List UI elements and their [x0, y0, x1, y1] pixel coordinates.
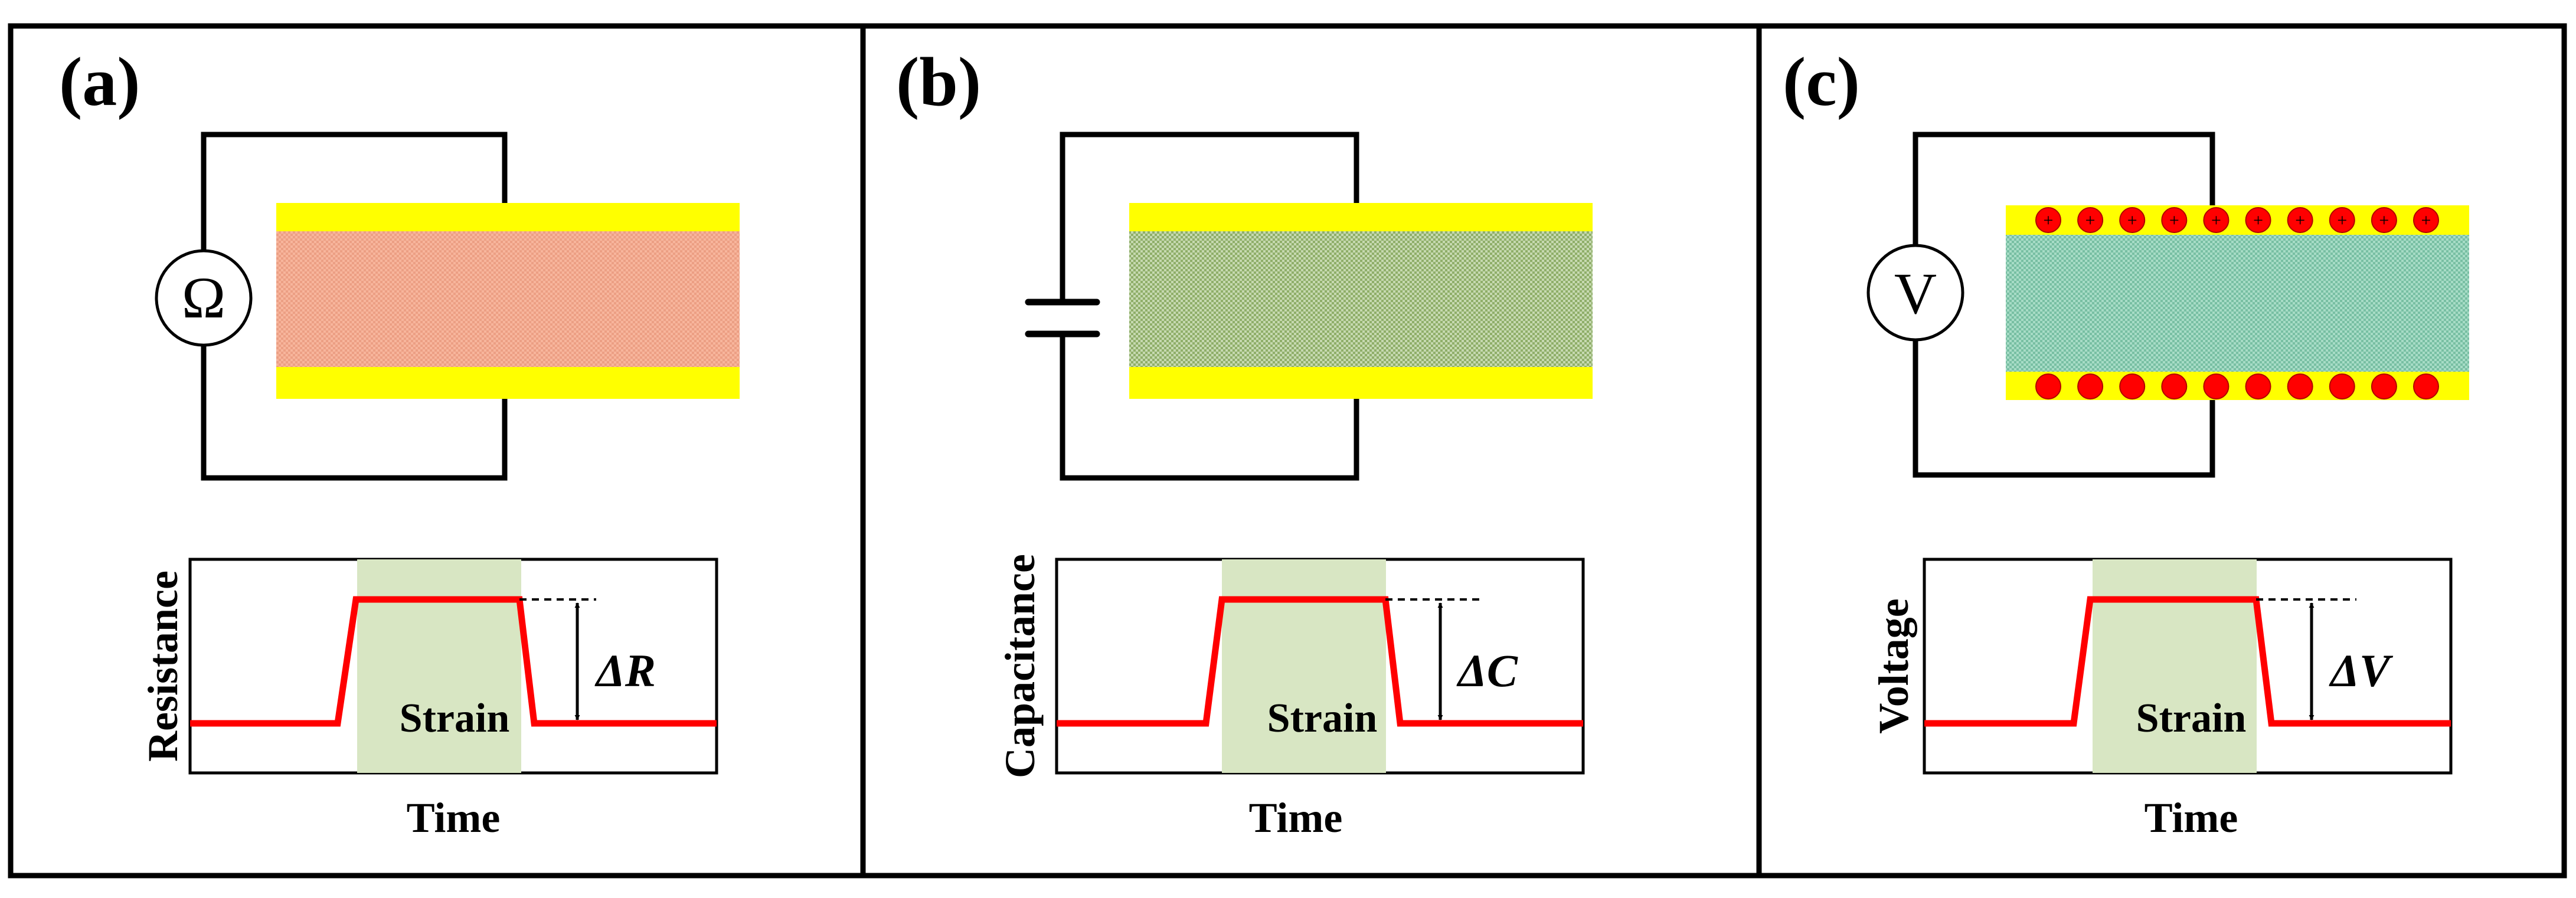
plus-sign: + [2085, 211, 2096, 230]
positive-charge: + [2245, 207, 2271, 233]
piezoelectric-sensor-stack: + + + + + + + + + + [2006, 205, 2469, 400]
positive-charge: + [2287, 207, 2313, 233]
circuit-wire [1060, 132, 1359, 305]
top-electrode [1129, 203, 1593, 231]
positive-charge: + [2371, 207, 2397, 233]
positive-charge-row: + + + + + + + + + + [2035, 207, 2439, 233]
response-curve [1924, 596, 2451, 727]
panel-label: (a) [59, 43, 140, 120]
plus-sign: + [2127, 211, 2137, 230]
capacitance-time-graph: ΔC Strain Capacitance Time [996, 554, 1585, 841]
strain-band [2093, 559, 2257, 773]
panel-c: (c) + + + + + + + + + + V ΔV Strain Voltage [1783, 43, 2469, 841]
charge-dot [2371, 373, 2397, 399]
y-axis-label: Resistance [139, 571, 187, 762]
plus-sign: + [2211, 211, 2221, 230]
delta-label: ΔC [1456, 645, 1518, 696]
top-electrode [276, 203, 740, 231]
delta-label: ΔR [594, 645, 656, 696]
circuit-wire [1913, 132, 2215, 250]
charge-dot [2119, 373, 2146, 399]
panel-b: (b) ΔC Strain Capacitance Time [896, 43, 1593, 841]
charge-dot [2203, 373, 2230, 399]
y-axis-label: Voltage [1870, 598, 1917, 733]
x-axis-label: Time [1249, 794, 1343, 841]
capacitor-icon [1025, 299, 1100, 337]
positive-charge: + [2413, 207, 2439, 233]
ohmmeter-icon: Ω [155, 249, 253, 347]
bottom-electrode [2006, 372, 2469, 400]
volt-symbol: V [1894, 261, 1937, 326]
charge-dot [2245, 373, 2271, 399]
strain-band [1222, 559, 1386, 773]
resistive-layer [276, 231, 740, 367]
charge-dot [2035, 373, 2061, 399]
positive-charge: + [2035, 207, 2061, 233]
positive-charge: + [2119, 207, 2146, 233]
plus-sign: + [2044, 211, 2054, 230]
capacitive-sensor-stack [1129, 203, 1593, 399]
dielectric-layer [1129, 231, 1593, 367]
bottom-electrode [1129, 367, 1593, 399]
circuit-wire [201, 132, 508, 254]
strain-label: Strain [1267, 696, 1378, 741]
figure-frame [8, 23, 2567, 879]
bottom-electrode [276, 367, 740, 399]
charge-dot [2077, 373, 2104, 399]
plus-sign: + [2379, 211, 2389, 230]
resistance-time-graph: ΔR Strain Resistance Time [139, 558, 718, 841]
plus-sign: + [2295, 211, 2305, 230]
x-axis-label: Time [407, 794, 501, 841]
strain-label: Strain [2136, 696, 2247, 741]
strain-label: Strain [400, 696, 510, 741]
circuit-wire [201, 342, 508, 481]
y-axis-label: Capacitance [996, 554, 1044, 778]
x-axis-label: Time [2145, 794, 2238, 841]
delta-label: ΔV [2329, 645, 2394, 696]
piezoelectric-layer [2006, 235, 2469, 372]
positive-charge: + [2329, 207, 2355, 233]
panel-label: (c) [1783, 43, 1860, 120]
plus-sign: + [2169, 211, 2179, 230]
plus-sign: + [2421, 211, 2431, 230]
plus-sign: + [2337, 211, 2347, 230]
panel-a: (a) Ω ΔR Strain Resistance Time [59, 43, 740, 841]
ohm-symbol: Ω [182, 265, 225, 330]
charge-dot [2413, 373, 2439, 399]
response-curve [1057, 596, 1583, 727]
positive-charge: + [2077, 207, 2104, 233]
charge-dot [2329, 373, 2355, 399]
positive-charge: + [2161, 207, 2188, 233]
response-curve [190, 596, 717, 727]
panel-label: (b) [896, 43, 981, 120]
circuit-wire [1060, 331, 1359, 481]
charge-dot [2161, 373, 2188, 399]
voltmeter-icon: V [1866, 244, 1964, 342]
voltage-time-graph: ΔV Strain Voltage Time [1870, 558, 2453, 841]
top-electrode [2006, 205, 2469, 235]
charge-dot [2287, 373, 2313, 399]
circuit-wire [1913, 336, 2215, 478]
positive-charge: + [2203, 207, 2230, 233]
charge-dot-row [2035, 373, 2439, 399]
resistive-sensor-stack [276, 203, 740, 399]
plus-sign: + [2253, 211, 2263, 230]
strain-band [357, 559, 521, 773]
